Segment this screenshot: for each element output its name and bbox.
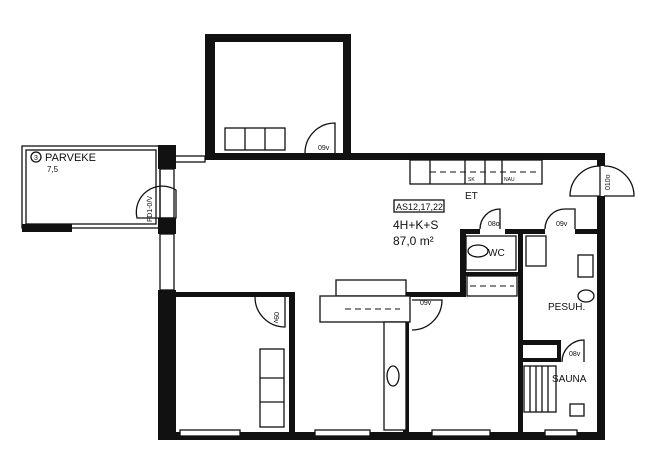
balcony-marker: 3	[34, 155, 38, 162]
sauna-heater-icon	[569, 403, 585, 417]
balcony-door	[135, 185, 177, 219]
apartment-type: 4H+K+S	[393, 218, 438, 232]
washroom-label: PESUH.	[548, 302, 585, 313]
window	[179, 429, 241, 437]
entry-door	[569, 165, 601, 197]
closet-sk: SK	[468, 177, 475, 183]
bedroom-wardrobe	[259, 348, 285, 428]
balcony-label: PARVEKE	[45, 152, 96, 164]
window	[431, 429, 491, 437]
apartment-code: AS12,17,22	[396, 202, 443, 212]
balcony: 3 PARVEKE 7,5	[21, 145, 161, 232]
sink-icon	[577, 254, 594, 278]
toilet-icon	[467, 244, 489, 258]
entry-label: ET	[465, 191, 478, 202]
window	[159, 168, 175, 219]
window	[174, 155, 206, 163]
window	[544, 429, 578, 437]
door-label-washroom: 09v	[556, 221, 568, 228]
door-label-upper-room: 09v	[318, 145, 330, 152]
apartment-code-box	[393, 199, 445, 213]
closet-nau: NAU	[504, 177, 515, 183]
sauna-bench	[523, 365, 557, 413]
upper-room-door	[304, 122, 336, 154]
apartment-area: 87,0 m²	[393, 234, 434, 248]
wc-label: WC	[488, 248, 505, 259]
window	[159, 233, 175, 291]
door-label-wc: 08o	[488, 221, 500, 228]
washroom-cabinet	[525, 235, 547, 267]
window	[314, 429, 371, 437]
wc-room	[465, 235, 517, 271]
door-label-sauna: 08v	[569, 351, 581, 358]
balcony-area: 7,5	[47, 165, 59, 174]
bedroom-door	[254, 296, 286, 328]
balcony-marker-circle	[30, 151, 42, 163]
middle-room-door	[411, 299, 443, 331]
entry-wardrobes: SK NAU	[409, 159, 543, 185]
washroom-toilet-icon	[577, 289, 595, 303]
outer-walls	[158, 145, 605, 440]
sauna-door	[561, 339, 585, 363]
kitchen-sink-icon	[386, 365, 400, 387]
door-label-entry: 010o	[605, 174, 612, 190]
sauna-label: SAUNA	[552, 374, 587, 385]
wc-door	[479, 208, 501, 230]
entry-door-swing	[603, 165, 635, 197]
washroom-door	[544, 208, 576, 230]
door-label-bedroom: 09v	[272, 312, 279, 324]
upper-room: 09v	[205, 34, 351, 160]
kitchen	[319, 275, 518, 431]
door-label-balcony: FD1-0/V	[147, 196, 154, 222]
door-label-middle-room: 09v	[420, 300, 432, 307]
